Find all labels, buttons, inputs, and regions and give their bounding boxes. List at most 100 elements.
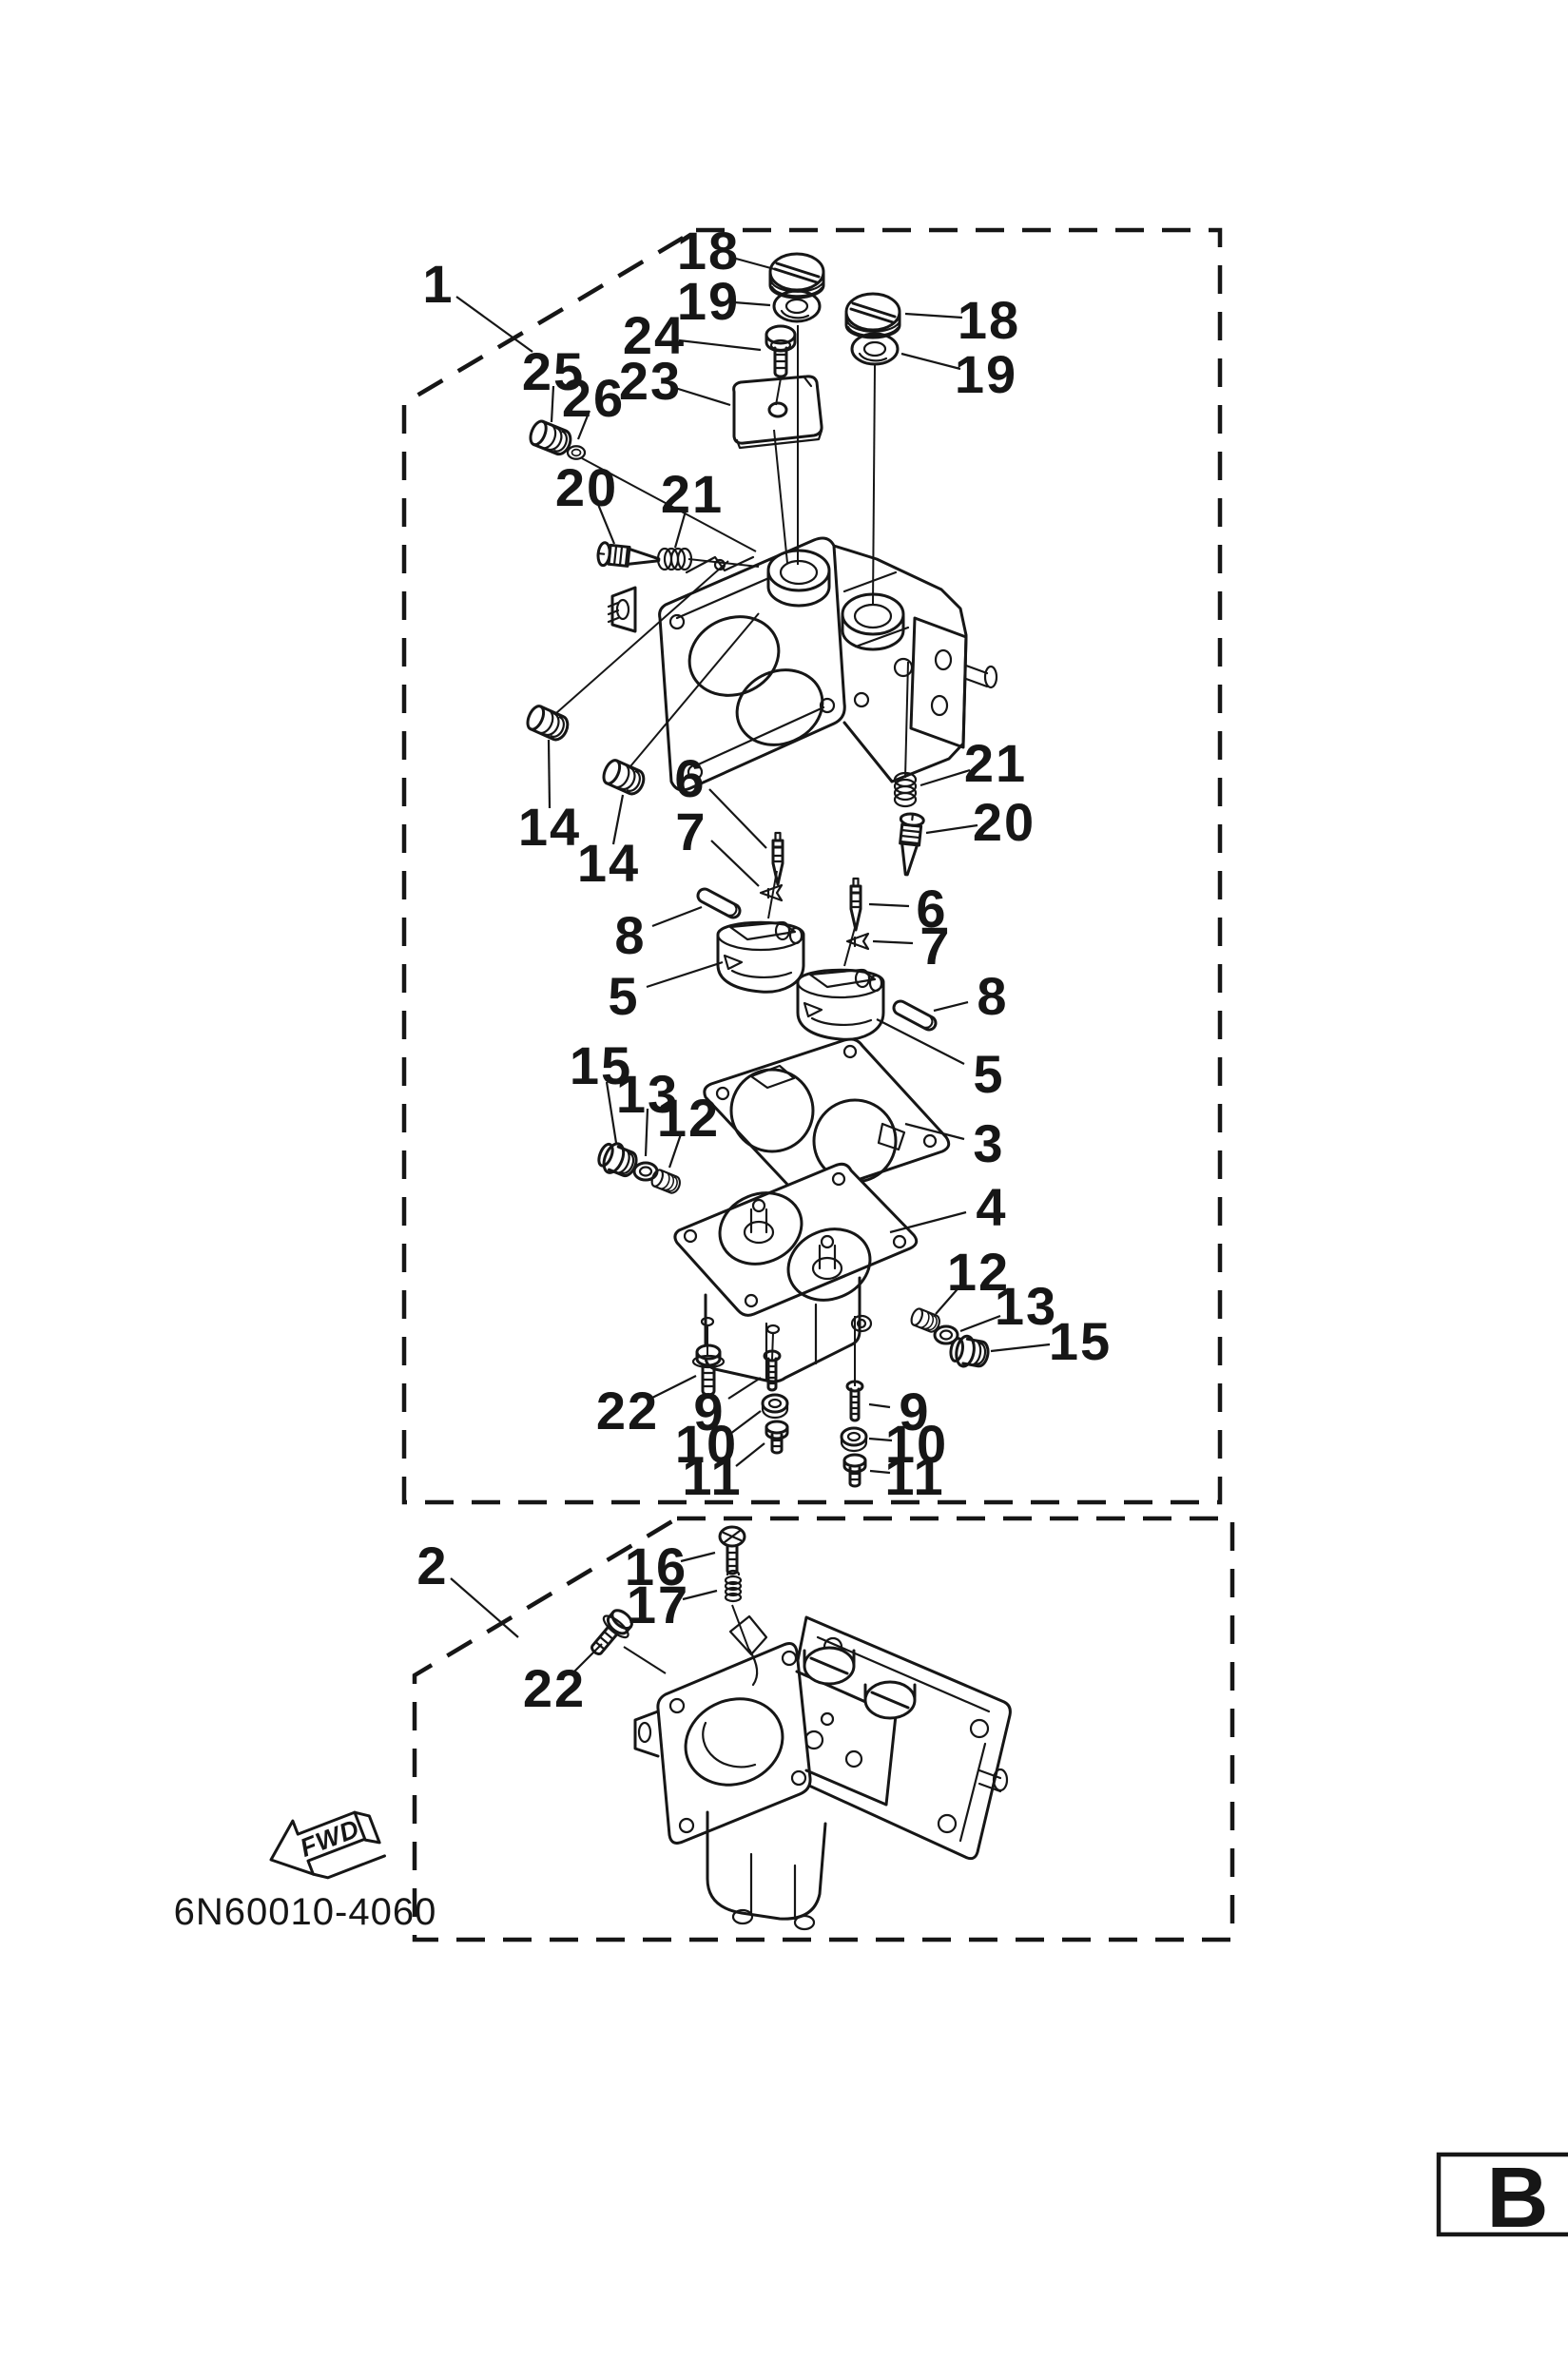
callout-10: 10 — [885, 1414, 948, 1474]
leader-line-20 — [925, 823, 978, 835]
leader-line-7 — [872, 939, 914, 945]
leader-line-6 — [868, 902, 910, 908]
callout-8: 8 — [977, 966, 1008, 1026]
alignment-line — [581, 457, 757, 552]
callout-21: 21 — [661, 464, 724, 524]
callout-14: 14 — [518, 797, 581, 857]
leader-line-14 — [547, 739, 552, 809]
leader-line-18 — [735, 257, 779, 272]
page-marker-box: B — [1436, 2151, 1568, 2246]
leader-line-12 — [668, 1131, 684, 1169]
callout-22: 22 — [523, 1658, 586, 1718]
callout-8: 8 — [614, 905, 646, 965]
leader-line-11 — [735, 1442, 765, 1467]
alignment-lines — [555, 325, 909, 1674]
callout-12: 12 — [947, 1242, 1010, 1302]
callout-21: 21 — [964, 733, 1027, 793]
leader-line-22 — [571, 1643, 603, 1674]
callout-10: 10 — [675, 1414, 738, 1474]
washer-10-left-glyph — [761, 1393, 789, 1420]
callout-20: 20 — [555, 457, 618, 517]
float-pin-8-first-glyph — [694, 885, 744, 921]
float-pin-8-second-glyph — [890, 997, 939, 1034]
pilot-screw-20-lower-glyph — [893, 811, 926, 878]
leader-line-16 — [680, 1551, 716, 1563]
alignment-line — [771, 1332, 774, 1361]
leader-line-9 — [727, 1377, 762, 1400]
washer-10-right-glyph — [840, 1426, 868, 1453]
carburetor-top-body-drawing — [607, 536, 998, 792]
leader-line-5 — [876, 1018, 965, 1065]
page-marker-letter: B — [1487, 2151, 1549, 2246]
callout-19: 19 — [955, 344, 1017, 404]
callout-6: 6 — [916, 879, 947, 938]
callout-7: 7 — [675, 802, 707, 861]
callout-24: 24 — [623, 305, 686, 365]
alignment-line — [687, 558, 760, 568]
callout-4: 4 — [976, 1177, 1007, 1237]
callout-12: 12 — [657, 1088, 720, 1148]
plug-14-second-glyph — [599, 756, 649, 799]
leader-line-8 — [651, 905, 703, 928]
leader-line-13 — [959, 1314, 1001, 1333]
screw-16-glyph — [718, 1525, 746, 1575]
callout-25: 25 — [522, 341, 585, 401]
callout-5: 5 — [973, 1044, 1004, 1104]
leader-line-17 — [682, 1589, 718, 1601]
callout-22: 22 — [596, 1381, 659, 1440]
callout-18: 18 — [958, 290, 1020, 350]
callout-1: 1 — [422, 254, 454, 314]
leader-line-2 — [450, 1577, 519, 1638]
alignment-line — [767, 870, 778, 919]
leader-line-18 — [904, 312, 963, 319]
callout-11: 11 — [682, 1446, 742, 1506]
bolt-11-left-glyph — [765, 1420, 789, 1455]
leader-line-15 — [605, 1081, 618, 1144]
fwd-arrow: FWD — [269, 1810, 386, 1880]
plug-15-right-glyph — [947, 1332, 992, 1372]
top-cover-plate-part — [732, 375, 823, 450]
float-bowl-body-drawing — [673, 1162, 919, 1383]
callout-26: 26 — [562, 368, 625, 428]
alignment-line — [775, 377, 782, 406]
leader-line-24 — [678, 338, 762, 352]
callout-11: 11 — [884, 1446, 944, 1506]
assembly-2-boundary — [412, 1516, 1235, 1942]
leader-line-10 — [729, 1410, 762, 1435]
alignment-line — [555, 560, 729, 714]
alignment-line — [623, 1646, 667, 1674]
callout-7: 7 — [920, 916, 951, 976]
callout-9: 9 — [899, 1382, 930, 1441]
assembly-1-boundary — [401, 227, 1223, 1505]
leader-line-7 — [710, 840, 760, 887]
callout-13: 13 — [616, 1064, 679, 1124]
spring-screw-17-glyph — [724, 1569, 743, 1603]
leader-line-23 — [674, 386, 731, 407]
needle-valve-6-second-glyph — [849, 877, 862, 932]
leader-line-26 — [576, 410, 591, 440]
leader-line-1 — [455, 296, 533, 353]
leader-line-9 — [868, 1402, 891, 1409]
callout-16: 16 — [625, 1537, 687, 1596]
leader-line-11 — [869, 1469, 891, 1475]
callout-17: 17 — [627, 1575, 689, 1634]
callout-20: 20 — [973, 792, 1036, 852]
leader-line-10 — [868, 1437, 893, 1442]
float-5-second-glyph — [796, 968, 885, 1041]
callout-2: 2 — [416, 1536, 448, 1595]
callout-19: 19 — [677, 271, 740, 331]
callout-15: 15 — [570, 1035, 632, 1095]
leader-line-5 — [646, 960, 724, 989]
leader-line-4 — [889, 1210, 967, 1234]
drawing-number: 6N60010-4060 — [174, 1891, 437, 1933]
leader-line-12 — [935, 1283, 963, 1315]
plug-14-first-glyph — [523, 702, 573, 744]
jet-screw-9-right-glyph — [845, 1380, 864, 1422]
spring-21-upper-glyph — [656, 547, 693, 571]
screw-cap-18-right-glyph — [844, 292, 901, 339]
bolt-11-right-glyph — [842, 1453, 867, 1488]
leader-line-21 — [673, 507, 688, 549]
